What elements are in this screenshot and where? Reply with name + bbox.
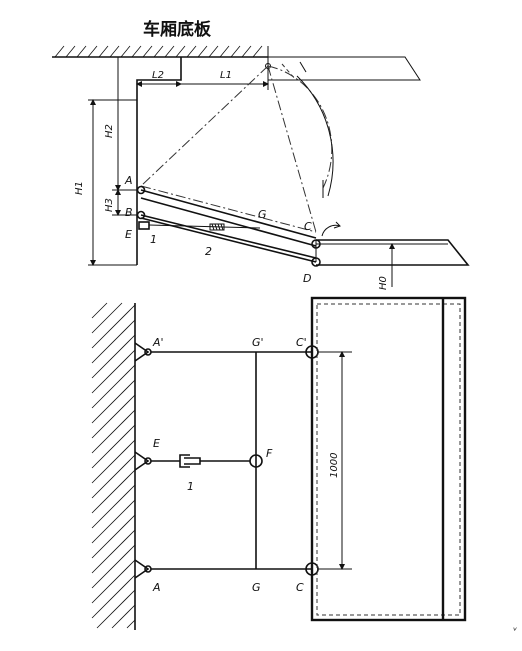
label-G-plan: G bbox=[252, 581, 261, 594]
platform-outline bbox=[310, 296, 467, 622]
dim-H0: H0 bbox=[378, 276, 389, 290]
pin-A bbox=[136, 185, 146, 195]
label-B: B bbox=[125, 206, 133, 219]
dim-L1: L1 bbox=[220, 70, 232, 81]
dim-H3: H3 bbox=[104, 198, 115, 212]
plan-view: 1000 A' G' C' E F 1 A G C bbox=[91, 296, 467, 630]
label-part-1-plan: 1 bbox=[187, 480, 194, 493]
wall-hatch bbox=[91, 302, 136, 629]
pin-E bbox=[138, 221, 150, 230]
label-A: A bbox=[124, 174, 133, 187]
stowed-platform bbox=[268, 56, 421, 81]
label-C-plan: C bbox=[296, 581, 304, 594]
dim-1000: 1000 bbox=[329, 453, 340, 478]
label-G: G bbox=[258, 208, 267, 221]
label-E: E bbox=[125, 228, 132, 241]
label-F: F bbox=[266, 447, 273, 460]
ceiling-hatch bbox=[54, 45, 263, 58]
dim-H2: H2 bbox=[104, 124, 115, 138]
dim-L2: L2 bbox=[152, 70, 164, 81]
label-D: D bbox=[303, 272, 311, 285]
page-mark: ᵛ bbox=[513, 626, 517, 637]
label-part-2: 2 bbox=[205, 245, 212, 258]
label-A-prime: A' bbox=[152, 336, 164, 349]
label-C: C bbox=[304, 220, 312, 233]
side-view: L2 L1 H1 H2 H3 A B E bbox=[52, 45, 470, 290]
label-part-1: 1 bbox=[150, 233, 157, 246]
dim-H1: H1 bbox=[74, 181, 85, 195]
pin-F bbox=[249, 454, 263, 468]
swing-arc bbox=[296, 75, 334, 197]
platform-inner bbox=[316, 303, 461, 616]
label-E-plan: E bbox=[153, 437, 160, 450]
label-G-prime: G' bbox=[252, 336, 264, 349]
label-C-prime: C' bbox=[296, 336, 307, 349]
title: 车厢底板 bbox=[143, 19, 212, 40]
wall-profile bbox=[136, 57, 182, 265]
label-A-plan: A bbox=[152, 581, 161, 594]
